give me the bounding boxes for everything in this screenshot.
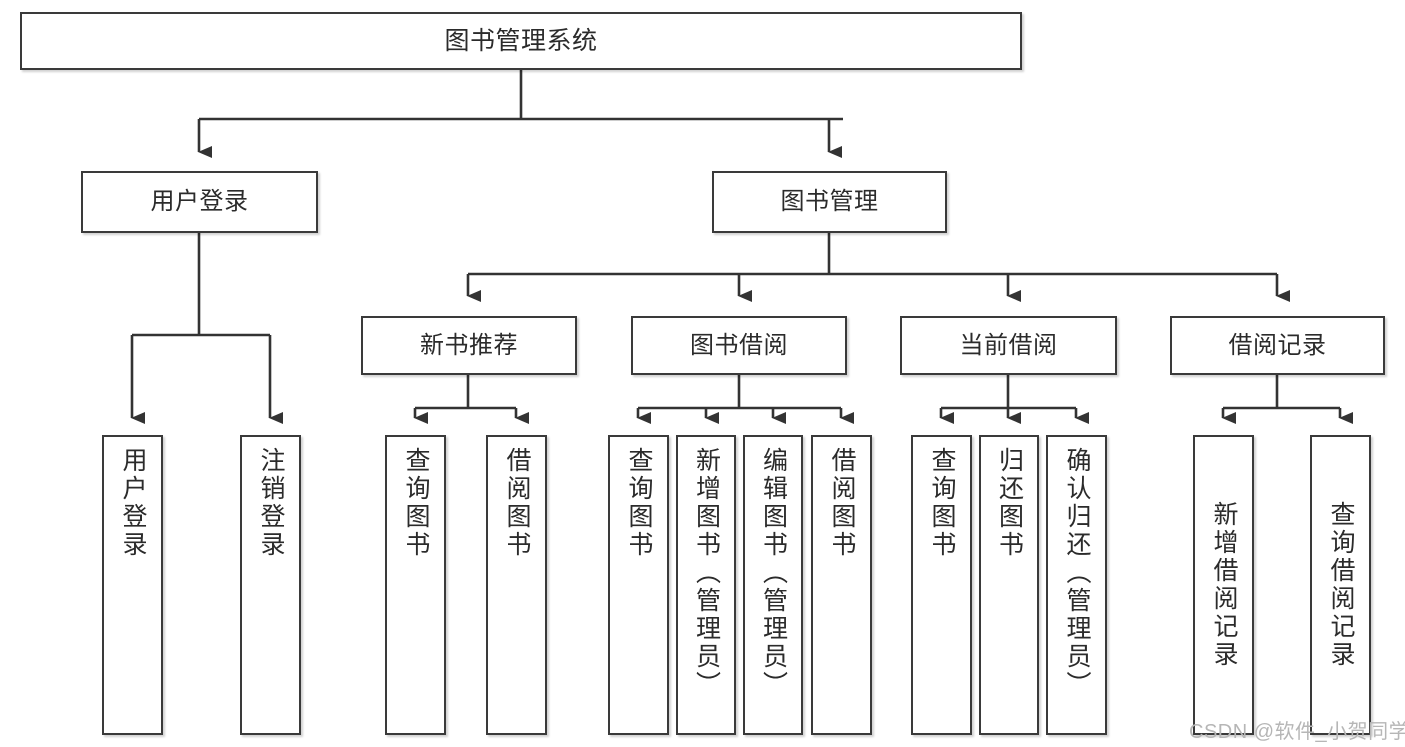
leaf-borrow-book-2[interactable]: 借阅图书 [811, 435, 872, 735]
node-label: 借阅记录 [1228, 331, 1327, 359]
node-label: 借阅图书 [828, 447, 856, 559]
node-label: 编辑图书（管理员） [759, 447, 788, 699]
node-borrow-record[interactable]: 借阅记录 [1170, 316, 1385, 375]
leaf-query-book-1[interactable]: 查询图书 [385, 435, 446, 735]
node-new-book-recommend[interactable]: 新书推荐 [361, 316, 577, 375]
node-label: 确认归还（管理员） [1063, 447, 1091, 699]
node-label: 注销登录 [257, 447, 285, 559]
node-book-manage[interactable]: 图书管理 [712, 171, 947, 233]
node-label: 新增借阅记录 [1210, 501, 1238, 669]
leaf-confirm-return[interactable]: 确认归还（管理员） [1046, 435, 1107, 735]
node-label: 用户登录 [119, 447, 147, 559]
node-current-borrow[interactable]: 当前借阅 [900, 316, 1117, 375]
leaf-borrow-book-1[interactable]: 借阅图书 [486, 435, 547, 735]
leaf-add-borrow-record[interactable]: 新增借阅记录 [1193, 435, 1254, 735]
leaf-query-book-3[interactable]: 查询图书 [911, 435, 972, 735]
leaf-user-login[interactable]: 用户登录 [102, 435, 163, 735]
node-label: 新增图书（管理员） [692, 447, 721, 699]
node-root-system[interactable]: 图书管理系统 [20, 12, 1022, 70]
leaf-edit-book[interactable]: 编辑图书（管理员） [743, 435, 803, 735]
node-label: 归还图书 [995, 447, 1024, 559]
node-label: 用户登录 [150, 188, 249, 216]
node-label: 图书管理 [780, 188, 879, 216]
leaf-query-borrow-record[interactable]: 查询借阅记录 [1310, 435, 1371, 735]
node-label: 查询借阅记录 [1327, 501, 1355, 669]
csdn-watermark: CSDN @软件_小贺同学 [1189, 721, 1405, 743]
node-user-login[interactable]: 用户登录 [81, 171, 318, 233]
node-label: 查询图书 [625, 447, 653, 559]
leaf-add-book[interactable]: 新增图书（管理员） [676, 435, 736, 735]
node-label: 查询图书 [402, 447, 430, 559]
node-label: 新书推荐 [420, 331, 518, 359]
leaf-logout-login[interactable]: 注销登录 [240, 435, 301, 735]
node-label: 查询图书 [928, 447, 956, 559]
node-label: 借阅图书 [503, 447, 531, 559]
node-label: 图书借阅 [690, 331, 788, 359]
node-book-borrow[interactable]: 图书借阅 [631, 316, 847, 375]
leaf-query-book-2[interactable]: 查询图书 [608, 435, 669, 735]
node-label: 当前借阅 [959, 331, 1058, 359]
node-label: 图书管理系统 [444, 26, 598, 55]
leaf-return-book[interactable]: 归还图书 [979, 435, 1039, 735]
